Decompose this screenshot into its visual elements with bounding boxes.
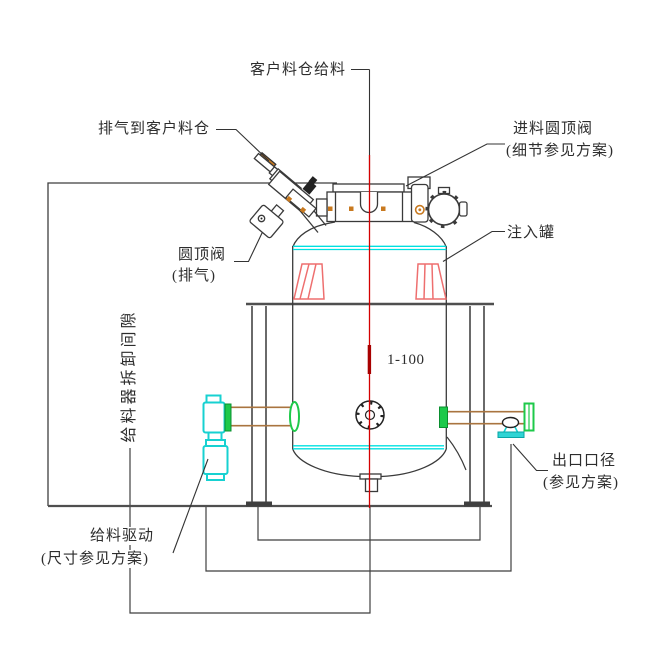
label-exhaust-dome-valve: 圆顶阀: [177, 246, 228, 264]
label-feed-drive: 给料驱动: [89, 527, 156, 545]
leader-feed-drive: [172, 458, 209, 554]
leader-lines: [172, 68, 548, 554]
feeder-pipe: [231, 406, 293, 427]
leader-exhaust-dome-valve: [234, 231, 263, 263]
label-exhaust-to-silo: 排气到客户料仓: [97, 120, 212, 138]
right-leg-base-plate: [464, 501, 490, 507]
dimension-loop-outlet: [205, 444, 512, 572]
label-feed-drive-note: (尺寸参见方案): [40, 550, 150, 568]
outlet-valve: [497, 416, 525, 438]
valve-block: [410, 183, 429, 223]
label-feeder-clearance: 给料器拆卸间隙: [115, 309, 139, 443]
left-leg-base-plate: [246, 501, 272, 507]
label-outlet-note: (参见方案): [542, 474, 620, 492]
exhaust-dome-valve: [249, 151, 327, 239]
drive-motor: [202, 401, 226, 434]
bottom-nozzle: [364, 478, 379, 493]
bolt-holes: [356, 401, 384, 429]
label-exhaust-dome-valve-note: (排气): [171, 267, 217, 285]
centerline-marker: [367, 345, 372, 374]
label-feed-source: 客户料仓给料: [249, 61, 348, 79]
leader-exhaust-to-silo: [216, 128, 270, 162]
tank-shoulder-left: [292, 221, 336, 248]
support-lugs: [293, 263, 447, 300]
feeder-flange-bar: [224, 403, 232, 432]
tank-nozzle-flange-left: [289, 401, 300, 432]
leader-feed-dome-valve: [405, 143, 508, 187]
label-outlet: 出口口径: [551, 452, 618, 470]
leg-brace-curve: [446, 436, 467, 471]
tank-shoulder-right: [413, 221, 447, 248]
leader-injection-tank: [442, 230, 505, 262]
label-injection-tank: 注入罐: [506, 224, 557, 242]
label-feed-dome-valve: 进料圆顶阀: [512, 120, 595, 138]
leader-outlet: [512, 443, 548, 472]
feeder-drive: [202, 394, 229, 481]
outlet-end-flange: [523, 402, 535, 432]
label-feed-dome-valve-note: (细节参见方案): [505, 142, 615, 160]
base-frame-outline: [257, 507, 481, 541]
assembly-left-flange: [315, 198, 328, 217]
bottom-nozzle-flange: [359, 473, 382, 480]
label-scale: 1-100: [386, 351, 426, 369]
valve-actuator: [249, 204, 284, 239]
assembly-top-plate: [332, 183, 405, 193]
tank-nozzle-flange-right: [439, 406, 448, 428]
dome-valve-actuator: [427, 193, 461, 226]
clearance-envelope-outline: [47, 182, 337, 506]
feed-dome-valve-assembly: [315, 176, 468, 229]
support-legs: [251, 306, 485, 502]
